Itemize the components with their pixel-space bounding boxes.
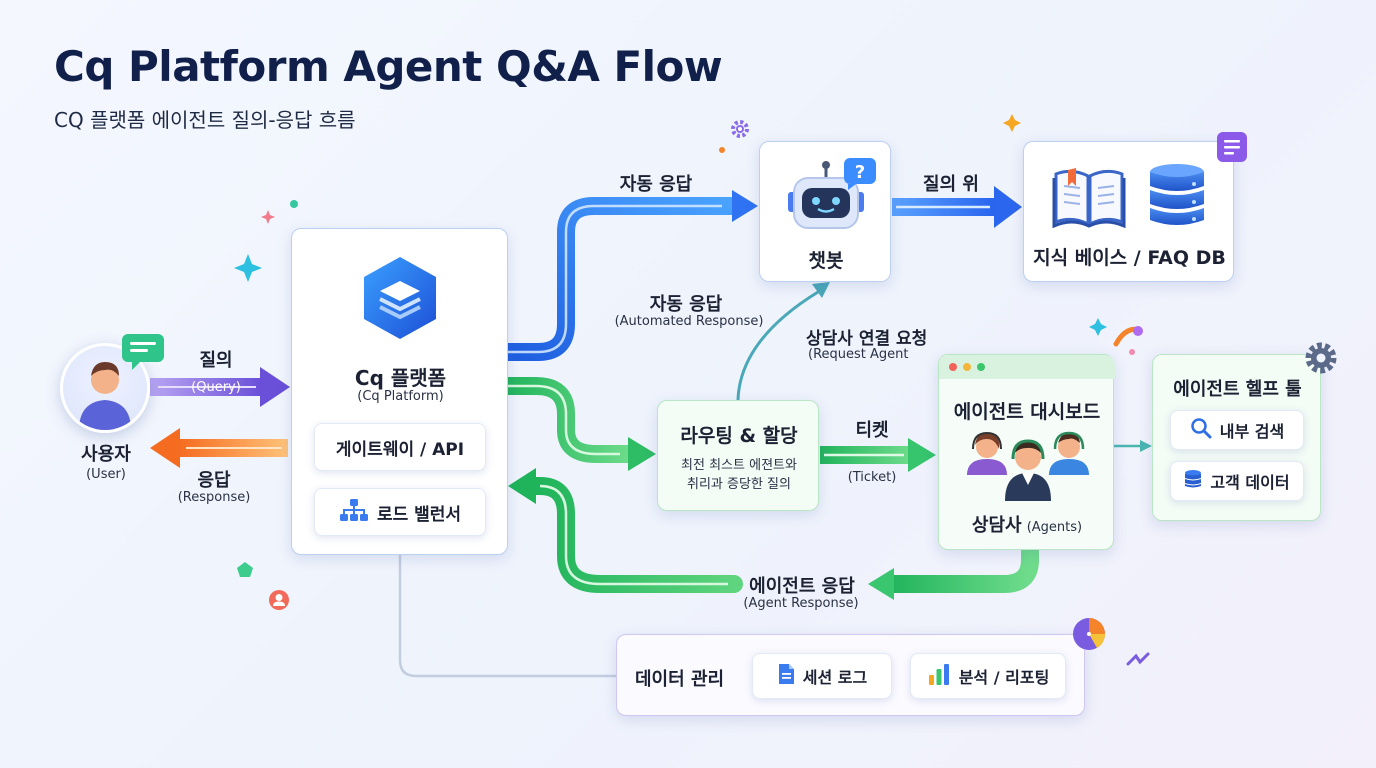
window-minimize-dot	[963, 363, 971, 371]
load-balancer-label: 로드 밸런서	[376, 504, 462, 525]
database-icon	[1148, 162, 1206, 234]
routing-line-1: 최전 최스트 에젼트와	[681, 458, 797, 473]
user-label: 사용자	[81, 444, 131, 465]
routing-title: 라우팅 & 할당	[680, 425, 798, 447]
sparkle-decoration	[234, 254, 262, 282]
flow-request-agent	[736, 290, 819, 401]
page-title: Cq Platform Agent Q&A Flow	[54, 42, 723, 91]
query-label: 질의	[199, 350, 233, 371]
chatbot-label: 챗봇	[808, 250, 844, 272]
arrowhead-query	[260, 367, 290, 407]
sparkle-decoration	[290, 200, 298, 208]
auto-reply-top-label: 자동 응답	[619, 174, 693, 195]
request-agent-sublabel: (Request Agent	[808, 347, 909, 362]
arrowhead-kb	[994, 186, 1022, 228]
gear-small-icon	[729, 118, 751, 144]
chat-bubble-icon	[120, 332, 166, 376]
agent-dashboard-card: 에이전트 대시보드 상담사 (Agents)	[938, 354, 1115, 550]
request-agent-label: 상담사 연결 요청	[806, 329, 928, 349]
analytics-reporting-button[interactable]: 분석 / 리포팅	[910, 653, 1066, 699]
sparkle-decoration	[237, 562, 253, 577]
ticket-sublabel: (Ticket)	[847, 470, 897, 485]
customer-data-label: 고객 데이터	[1210, 473, 1290, 492]
routing-card: 라우팅 & 할당 최전 최스트 에젼트와 취리과 증당한 질의	[657, 400, 819, 511]
sparkle-decoration	[1126, 652, 1150, 666]
internal-search-label: 내부 검색	[1219, 422, 1285, 441]
layers-icon	[358, 255, 442, 345]
gateway-api-button[interactable]: 게이트웨이 / API	[314, 423, 486, 471]
help-tools-title: 에이전트 헬프 툴	[1173, 379, 1302, 400]
arrowhead-routing	[628, 437, 656, 471]
sparkle-decoration	[719, 147, 725, 153]
flow-agent-response	[883, 543, 1039, 593]
platform-subtitle: (Cq Platform)	[357, 389, 444, 404]
database-small-icon	[1184, 469, 1202, 493]
user-sublabel: (User)	[86, 467, 126, 482]
ticket-label: 티켓	[855, 420, 889, 441]
response-label: 응답	[197, 470, 231, 491]
user-badge-icon	[268, 589, 290, 615]
analytics-label: 분석 / 리포팅	[958, 668, 1050, 687]
arrowhead-agent-response	[868, 568, 894, 600]
arrowhead-platform-return	[508, 468, 536, 504]
session-log-button[interactable]: 세션 로그	[752, 653, 892, 699]
agents-label: 상담사	[971, 515, 1022, 536]
pie-chart-icon	[1071, 616, 1107, 656]
load-balancer-button[interactable]: 로드 밸런서	[314, 488, 486, 536]
chatbot-card: ? 챗봇	[759, 141, 891, 282]
arrowhead-request-agent	[812, 282, 830, 298]
arrowhead-chatbot	[732, 190, 758, 222]
robot-icon: ?	[778, 156, 878, 240]
document-icon	[1216, 131, 1248, 167]
gear-icon	[1302, 339, 1340, 381]
sparkle-decoration	[261, 210, 275, 224]
gateway-api-label: 게이트웨이 / API	[335, 439, 465, 460]
svg-text:?: ?	[855, 162, 865, 183]
routing-line-2: 취리과 증당한 질의	[687, 477, 791, 492]
query-sublabel: (Query)	[191, 380, 241, 395]
agent-response-sublabel: (Agent Response)	[743, 596, 859, 611]
sparkle-decoration	[1089, 318, 1107, 336]
arrowhead-response	[150, 428, 180, 468]
data-management-title: 데이터 관리	[635, 669, 725, 690]
agents-sublabel: (Agents)	[1026, 520, 1083, 535]
customer-data-button[interactable]: 고객 데이터	[1170, 461, 1304, 501]
knowledge-base-card: 지식 베이스 / FAQ DB	[1023, 141, 1234, 282]
auto-reply-mid-label: 자동 응답	[649, 294, 723, 315]
dashboard-title: 에이전트 대시보드	[953, 401, 1101, 423]
auto-reply-mid-sublabel: (Automated Response)	[614, 314, 764, 329]
user-icon	[79, 362, 131, 430]
sparkle-decoration	[1003, 114, 1021, 132]
agents-group-icon	[963, 427, 1093, 507]
response-sublabel: (Response)	[177, 490, 251, 505]
platform-title: Cq 플랫폼	[354, 366, 447, 390]
session-log-label: 세션 로그	[802, 668, 868, 687]
dashboard-titlebar	[939, 355, 1115, 379]
bar-chart-icon	[927, 663, 951, 689]
window-close-dot	[949, 363, 957, 371]
flow-platform-to-chatbot	[499, 197, 745, 361]
network-icon	[339, 498, 369, 527]
internal-search-button[interactable]: 내부 검색	[1170, 410, 1304, 450]
agent-response-label: 에이전트 응답	[749, 576, 855, 597]
knowledge-base-label: 지식 베이스 / FAQ DB	[1033, 247, 1226, 269]
arrowhead-dashboard	[908, 438, 936, 472]
window-maximize-dot	[977, 363, 985, 371]
flow-data-link	[398, 555, 616, 678]
search-icon	[1190, 417, 1212, 443]
page-subtitle: CQ 플랫폼 에이전트 질의-응답 흐름	[54, 108, 356, 132]
file-icon	[777, 663, 795, 689]
delegate-label: 질의 위	[923, 174, 979, 195]
book-icon	[1052, 164, 1126, 232]
agents-caption: 상담사 (Agents)	[939, 511, 1115, 537]
sparkle-decoration	[1129, 349, 1135, 355]
